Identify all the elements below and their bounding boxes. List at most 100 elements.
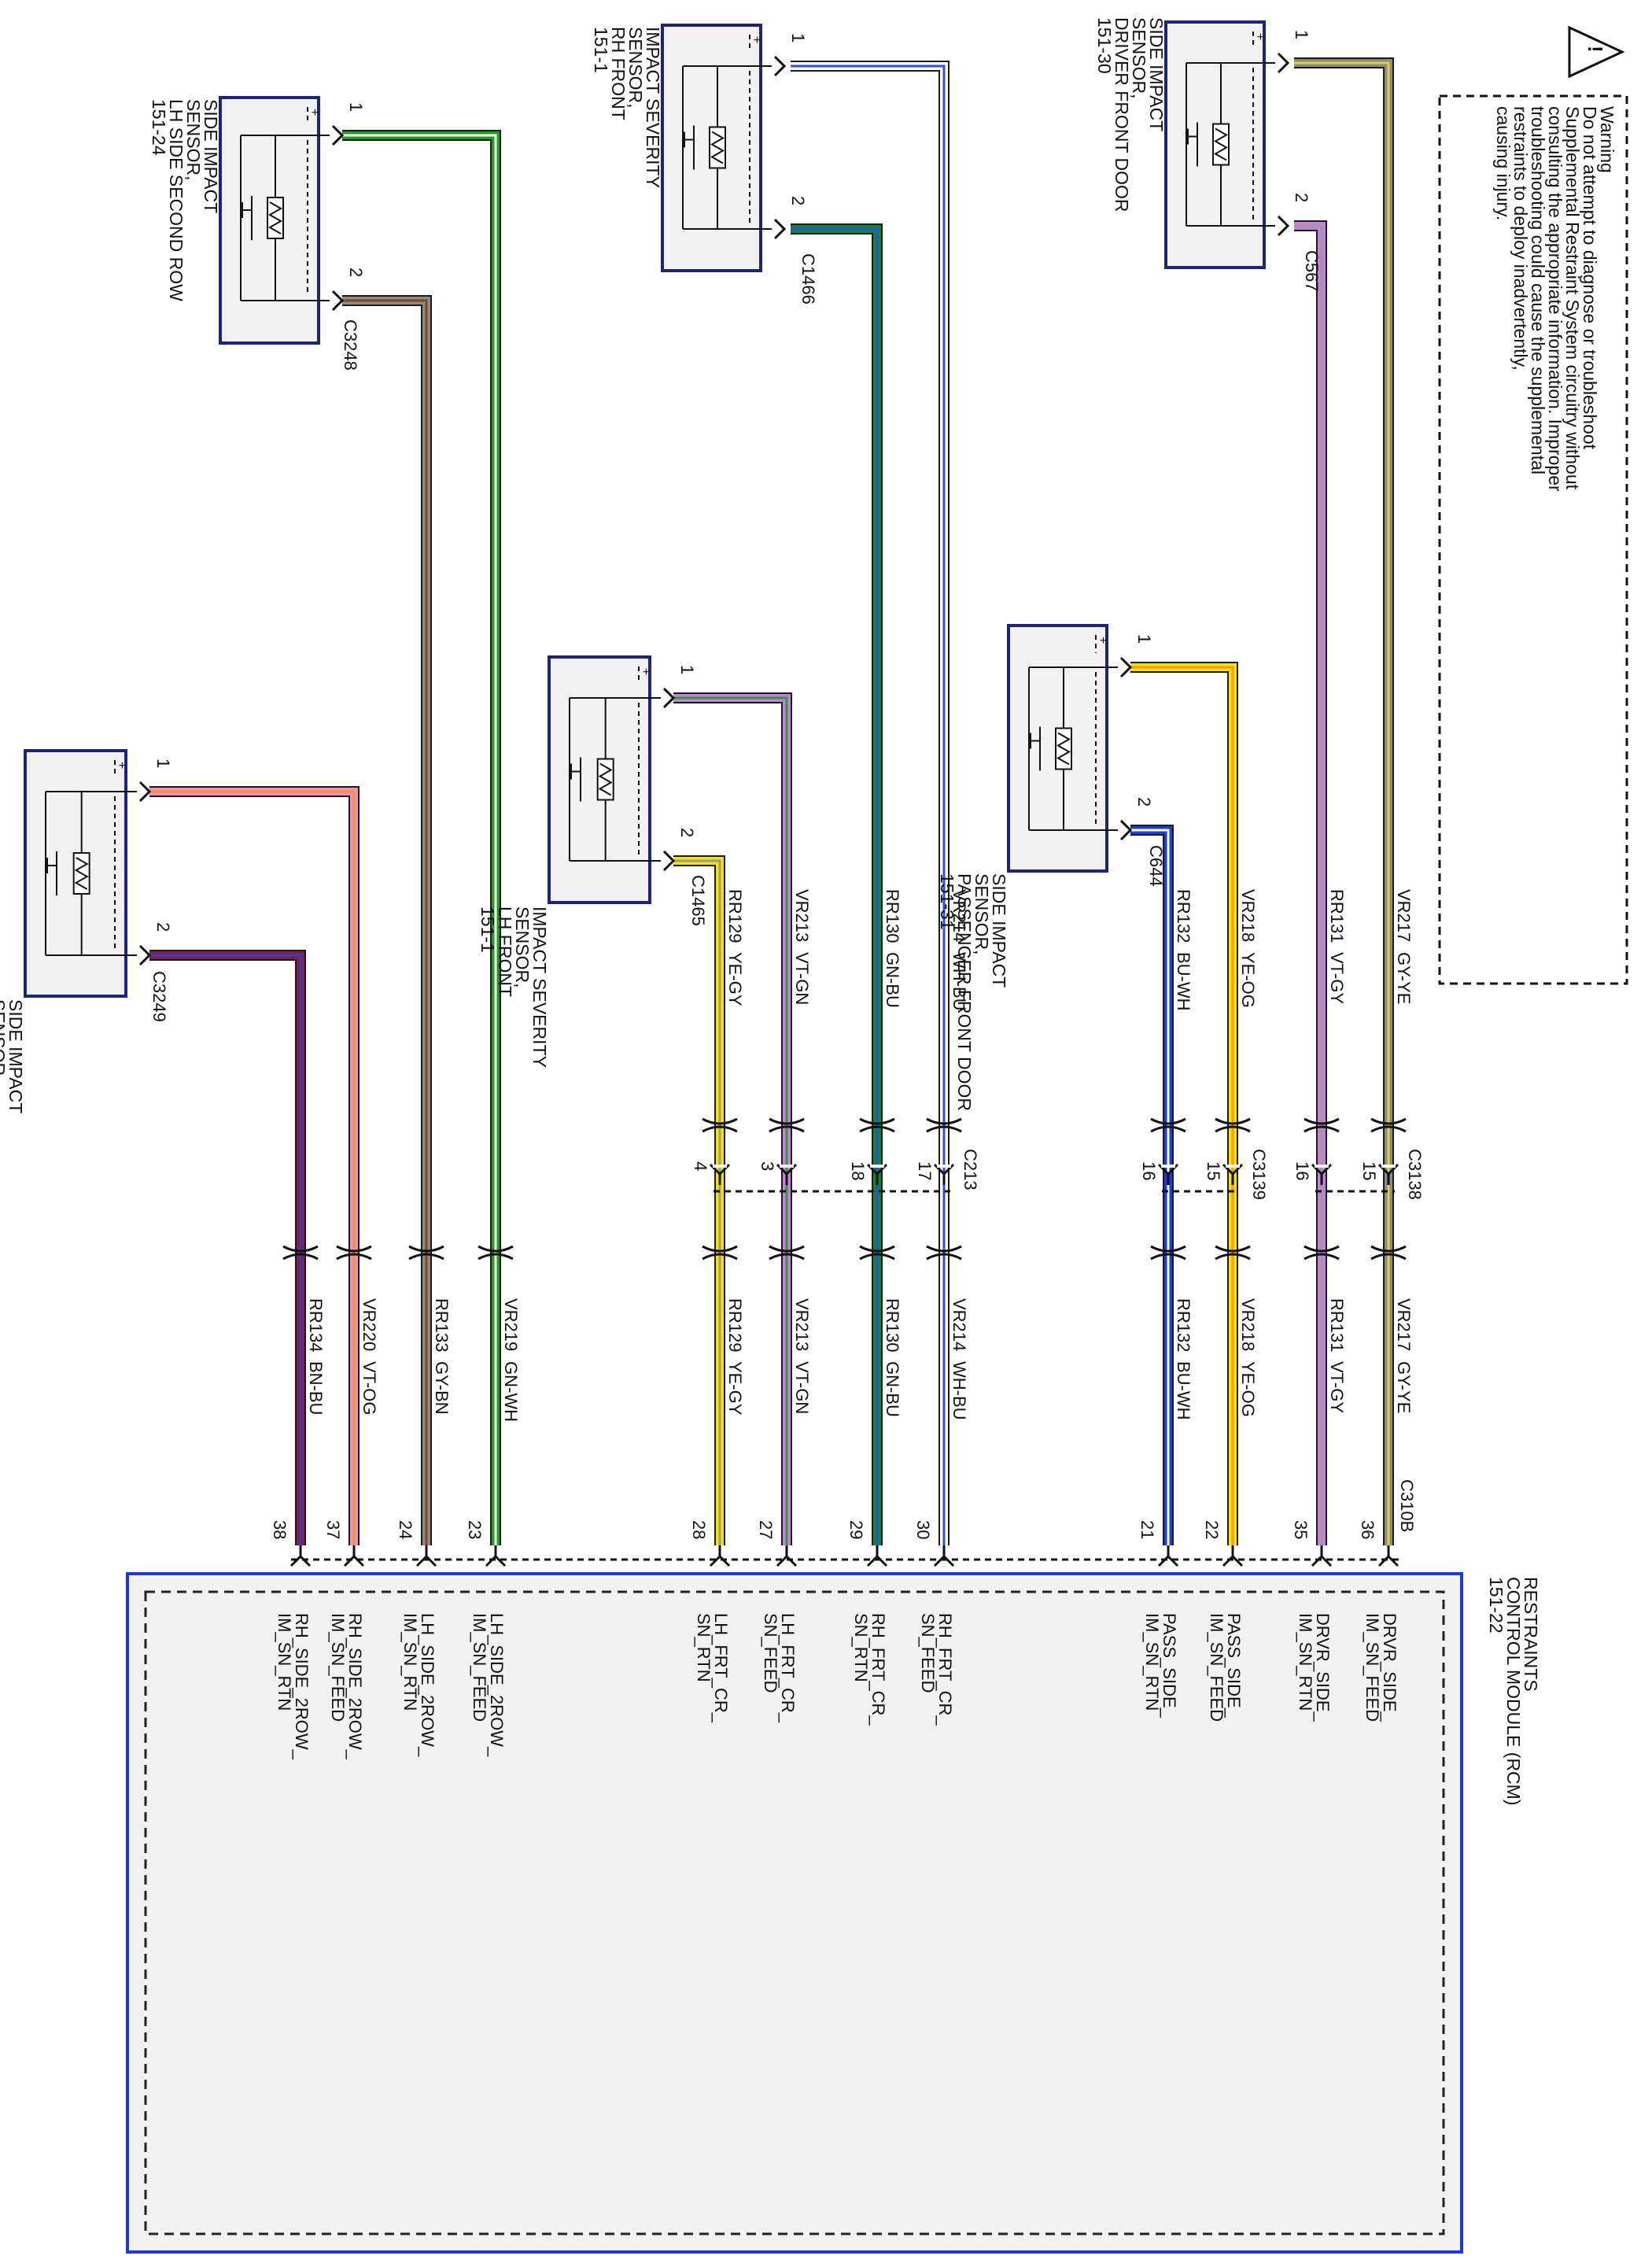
wire-vr219-color: GN-WH xyxy=(501,1361,521,1422)
impact-lh-sensor-label-line-4: 151-1 xyxy=(478,906,498,953)
wire-vr220-base xyxy=(149,788,358,1545)
wire-vr217-stripe xyxy=(1294,61,1390,1545)
side-rh-second-sensor-pin-1-arrow xyxy=(138,781,152,803)
wire-rr134-clip-b xyxy=(282,1253,319,1261)
wire-rr132-outline xyxy=(1130,825,1174,1545)
wire-vr217-rcm-arrow xyxy=(1377,1554,1399,1567)
side-driver-sensor-pin-1-label: 1 xyxy=(1292,30,1311,39)
side-lh-second-sensor-label-line-1: SIDE IMPACT xyxy=(201,99,221,213)
wire-rr134-rcm-label-line-2: IM_SN_RTN xyxy=(275,1613,294,1711)
wire-rr132-rcm-arrow xyxy=(1157,1554,1179,1567)
side-passenger-sensor-pin-2-label: 2 xyxy=(1134,797,1154,807)
impact-lh-sensor-pin-1-label: 1 xyxy=(677,665,697,674)
wire-vr217-clip-b xyxy=(1370,1253,1407,1261)
wire-vr220-color: VT-OG xyxy=(360,1361,379,1415)
impact-rh-sensor-pin-1-label: 1 xyxy=(788,33,808,42)
wire-rr133-stripe xyxy=(342,299,428,1545)
wire-rr130-circuit: RR130 xyxy=(883,1298,902,1352)
wire-vr218-clip-b xyxy=(1215,1253,1251,1261)
wire-vr217-color-top: GY-YE xyxy=(1394,952,1414,1004)
wire-rr131-color: VT-GY xyxy=(1327,1361,1347,1413)
impact-lh-sensor-connector-label: C1465 xyxy=(688,875,708,926)
wire-vr218-rcm-arrow xyxy=(1222,1554,1244,1567)
wire-rr130-rcm-pin: 29 xyxy=(846,1520,866,1539)
wire-vr217-rcm-pin: 36 xyxy=(1358,1520,1377,1539)
wire-rr130-circuit-top: RR130 xyxy=(883,889,902,943)
wire-vr219-circuit: VR219 xyxy=(501,1298,521,1351)
wire-vr219-rcm-arrow xyxy=(485,1554,507,1567)
wire-vr219-rcm-label-line-2: IM_SN_FEED xyxy=(470,1613,489,1722)
impact-lh-sensor-label-line-1: IMPACT SEVERITY xyxy=(529,906,550,1068)
connector-c3138-gap-2 xyxy=(1315,1165,1329,1168)
side-driver-sensor-plus: + xyxy=(1253,33,1267,40)
impact-lh-sensor-plus: + xyxy=(639,668,652,675)
impact-lh-sensor-pin-1-arrow xyxy=(662,687,676,709)
connector-c213-label: C213 xyxy=(961,1149,980,1191)
impact-rh-sensor-label-line-3: RH FRONT xyxy=(608,27,629,120)
connector-c213-pin-3: 3 xyxy=(758,1161,777,1171)
wire-rr132-color: BU-WH xyxy=(1174,1361,1193,1420)
connector-c213-clip-4-b xyxy=(702,1125,738,1133)
wire-rr130-stripe xyxy=(791,227,879,1545)
wire-vr217-rcm-label-line-2: IM_SN_FEED xyxy=(1363,1613,1382,1722)
connector-c3139-gap-1 xyxy=(1226,1165,1240,1168)
side-rh-second-sensor-label-line-1: SIDE IMPACT xyxy=(6,999,26,1113)
wire-vr213-stripe xyxy=(673,696,788,1545)
connector-c3138-label: C3138 xyxy=(1405,1149,1425,1200)
wire-rr134-rcm-pin: 38 xyxy=(270,1520,289,1539)
warning-text-line-3: consulting the appropriate information. … xyxy=(1545,106,1565,492)
side-passenger-sensor-label-line-4: 151-31 xyxy=(937,873,957,930)
wire-vr214-clip-a xyxy=(926,1245,962,1253)
wire-rr129-clip-a xyxy=(702,1245,738,1253)
connector-c213-clip-3-b xyxy=(769,1125,805,1133)
wire-vr218-rcm-pin: 22 xyxy=(1202,1520,1222,1539)
wire-rr131-rcm-pin: 35 xyxy=(1291,1520,1311,1539)
side-rh-second-sensor-label-line-2: SENSOR, xyxy=(0,999,9,1081)
side-lh-second-sensor-pin-1-label: 1 xyxy=(346,102,366,112)
side-lh-second-sensor-label-line-3: LH SIDE SECOND ROW xyxy=(166,99,186,301)
side-lh-second-sensor-label-line-4: 151-24 xyxy=(149,99,169,156)
wire-vr214-rcm-label-line-1: RH_FRT_CR_ xyxy=(935,1613,955,1726)
wire-rr132-color-top: BU-WH xyxy=(1174,952,1193,1011)
side-driver-sensor-pin-2-label: 2 xyxy=(1292,193,1311,202)
side-rh-second-sensor-plus: + xyxy=(115,762,128,769)
connector-c3138-clip-1-a xyxy=(1370,1117,1407,1125)
wire-rr130-color: GN-BU xyxy=(883,1361,902,1417)
impact-lh-sensor-pin-2-arrow xyxy=(662,850,676,872)
wire-vr213-circuit: VR213 xyxy=(792,1298,812,1351)
wire-rr129-rcm-pin: 28 xyxy=(689,1520,709,1539)
wire-rr129-color: YE-GY xyxy=(725,1361,745,1416)
impact-rh-sensor-zigzag xyxy=(710,131,725,164)
side-driver-sensor-label-line-2: SENSOR, xyxy=(1129,17,1149,99)
connector-c3139-label: C3139 xyxy=(1249,1149,1269,1200)
connector-c3138-gap-1 xyxy=(1381,1165,1396,1168)
warning-text-line-1: Do not attempt to diagnose or troublesho… xyxy=(1580,106,1600,450)
wire-rr131-clip-b xyxy=(1304,1253,1340,1261)
connector-c213-clip-4-a xyxy=(702,1117,738,1125)
side-passenger-sensor-pin-1-arrow xyxy=(1119,656,1133,678)
wire-rr134-color: BN-BU xyxy=(306,1361,326,1415)
connector-c213-pin-2: 18 xyxy=(848,1161,868,1180)
wire-vr217-circuit: VR217 xyxy=(1394,1298,1414,1351)
wire-vr214-color: WH-BU xyxy=(950,1361,969,1420)
wire-rr134-rcm-arrow xyxy=(289,1554,312,1567)
wire-vr218-circuit: VR218 xyxy=(1238,1298,1258,1351)
impact-rh-sensor-pin-1-arrow xyxy=(773,55,787,77)
wire-rr129-circuit-top: RR129 xyxy=(725,889,745,943)
wire-rr130-clip-a xyxy=(859,1245,895,1253)
wire-vr219-rcm-pin: 23 xyxy=(465,1520,485,1539)
wire-rr133-clip-b xyxy=(408,1253,444,1261)
wire-vr214-rcm-pin: 30 xyxy=(913,1520,933,1539)
wire-vr220-rcm-label-line-1: RH_SIDE_2ROW_ xyxy=(345,1613,365,1760)
rcm-label-line-1: RESTRAINTS xyxy=(1521,1577,1541,1692)
wire-rr133-clip-a xyxy=(408,1245,444,1253)
wire-rr132-rcm-pin: 21 xyxy=(1138,1520,1157,1539)
warning-title: Warning xyxy=(1597,106,1617,173)
side-passenger-sensor-label-line-2: SENSOR, xyxy=(972,873,992,955)
impact-rh-sensor-label-line-4: 151-1 xyxy=(591,27,611,73)
side-rh-second-sensor-zigzag xyxy=(74,857,89,890)
wire-vr213-clip-a xyxy=(769,1245,805,1253)
connector-c3139-clip-1-a xyxy=(1215,1117,1251,1125)
side-lh-second-sensor-pin-1-arrow xyxy=(331,124,345,146)
